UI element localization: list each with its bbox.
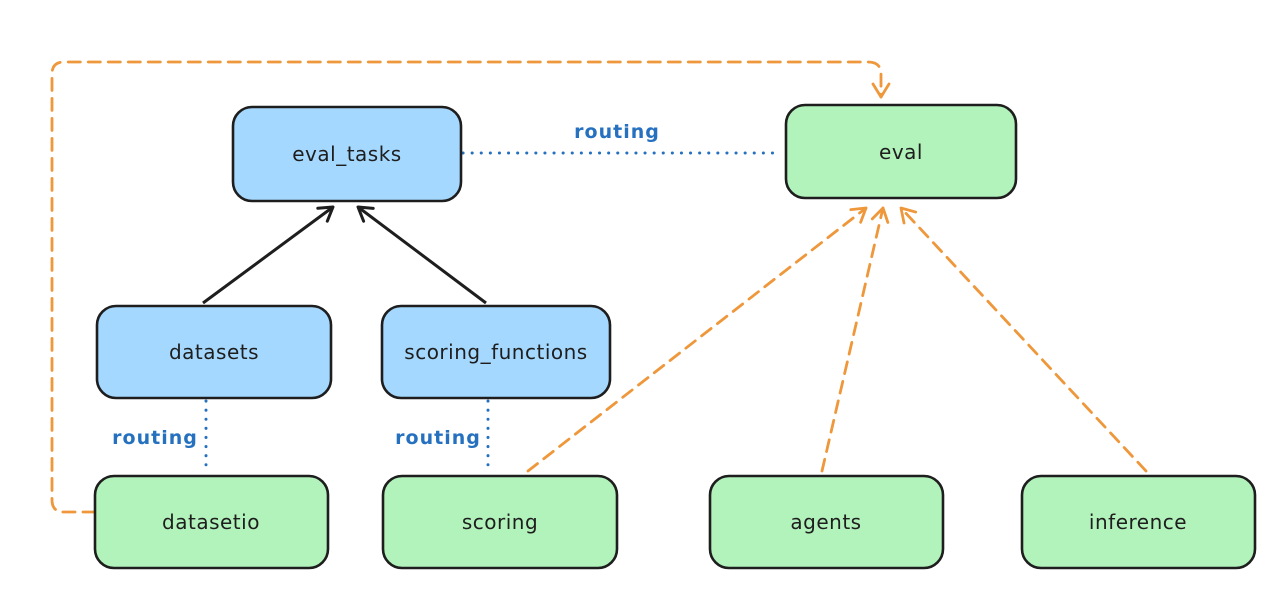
node-scoring: scoring (381, 474, 619, 570)
node-eval-box (784, 103, 1018, 200)
routing-label-datasets: routing (112, 427, 198, 449)
node-datasetio: datasetio (93, 474, 330, 570)
node-datasets-box (95, 304, 333, 400)
routing-label-top: routing (574, 121, 660, 143)
node-inference-box (1020, 474, 1257, 570)
node-inference: inference (1020, 474, 1257, 570)
arrow-scoring-to-eval (526, 206, 868, 473)
routing-label-scoring: routing (395, 427, 481, 449)
node-datasets: datasets (95, 304, 333, 400)
node-scoring-box (381, 474, 619, 570)
node-scoring-functions-box (380, 304, 612, 400)
arrow-datasetio-to-eval (50, 60, 891, 514)
node-scoring-functions: scoring_functions (380, 304, 612, 400)
arrow-scoring-functions-to-eval-tasks (356, 205, 487, 305)
node-eval: eval (784, 103, 1018, 200)
node-scoring-functions-label: scoring_functions (404, 340, 587, 364)
node-eval-tasks-box (231, 105, 463, 203)
node-inference-label: inference (1089, 510, 1187, 534)
node-datasetio-box (93, 474, 330, 570)
node-agents-label: agents (790, 510, 861, 534)
node-datasets-label: datasets (169, 340, 259, 364)
node-agents-box (708, 474, 945, 570)
node-datasetio-label: datasetio (162, 510, 260, 534)
arrow-inference-to-eval (899, 206, 1148, 473)
arrow-datasets-to-eval-tasks (202, 205, 335, 305)
arrow-agents-to-eval (820, 206, 890, 473)
node-eval-tasks-label: eval_tasks (292, 142, 401, 166)
node-agents: agents (708, 474, 945, 570)
node-scoring-label: scoring (462, 510, 538, 534)
node-eval-label: eval (879, 140, 923, 164)
node-eval-tasks: eval_tasks (231, 105, 463, 203)
